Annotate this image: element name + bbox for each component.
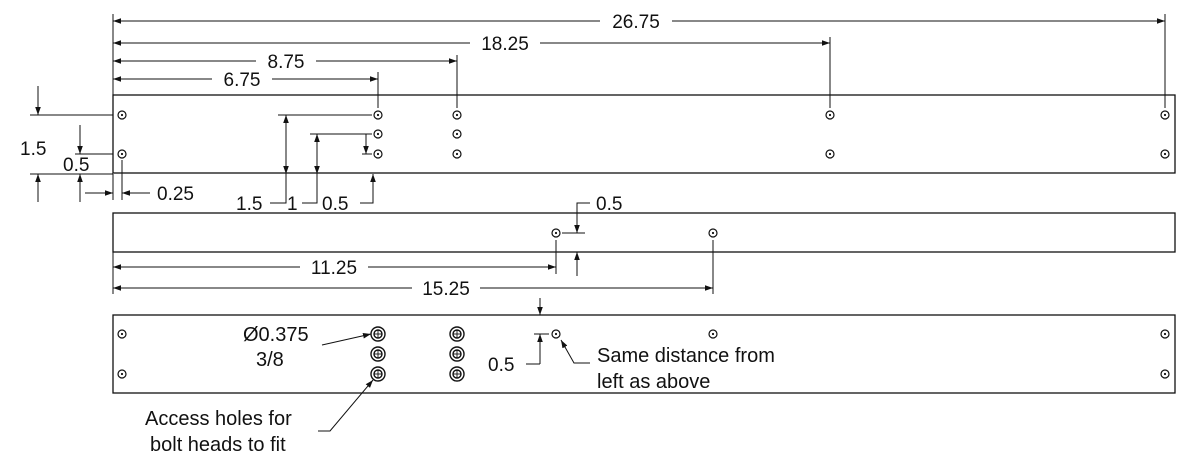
access-hole-c2-2 xyxy=(449,346,465,362)
hole-col1-bottom xyxy=(373,149,383,159)
dim-label-0-25: 0.25 xyxy=(157,184,194,205)
dim-label-8-75: 8.75 xyxy=(268,52,305,73)
dim-col-0-5: 0.5 xyxy=(322,134,376,215)
hole-right-top xyxy=(1160,110,1170,120)
same-distance-line1: Same distance from xyxy=(597,345,775,367)
hole-bottom-right-top xyxy=(1160,329,1170,339)
dim-label-col-0-5: 0.5 xyxy=(322,194,348,215)
dim-label-col-1-5: 1.5 xyxy=(236,194,262,215)
hole-col2-mid xyxy=(452,129,462,139)
hole-bottom-right-bottom xyxy=(1160,369,1170,379)
hole-col1-mid xyxy=(373,129,383,139)
fraction-label: 3/8 xyxy=(256,349,284,371)
dim-26-75: 26.75 xyxy=(113,12,1165,33)
top-plate-view: 26.75 18.25 8.75 6.75 1.5 xyxy=(20,12,1176,215)
diameter-label: Ø0.375 xyxy=(243,324,309,346)
access-holes xyxy=(370,326,465,382)
access-hole-c1-2 xyxy=(370,346,386,362)
access-callout: Access holes for bolt heads to fit xyxy=(145,379,374,456)
hole-bottom-left-bottom xyxy=(117,369,127,379)
dim-label-6-75: 6.75 xyxy=(224,70,261,91)
hole-bottom-mid-2 xyxy=(708,329,718,339)
dim-label-11-25: 11.25 xyxy=(311,258,357,279)
hole-col3-top xyxy=(825,110,835,120)
top-plate-holes xyxy=(117,110,1170,159)
dim-col-1: 1 xyxy=(287,134,320,215)
dim-left-1-5: 1.5 xyxy=(20,86,46,202)
hole-bottom-left-top xyxy=(117,329,127,339)
hole-col3-bottom xyxy=(825,149,835,159)
access-hole-c1-1 xyxy=(370,326,386,342)
dim-left-0-5: 0.5 xyxy=(63,125,89,202)
dim-18-25: 18.25 xyxy=(113,34,830,55)
dim-label-bottom-0-5: 0.5 xyxy=(488,355,514,376)
dim-bottom-0-5: 0.5 xyxy=(488,298,549,376)
hole-middle-2 xyxy=(708,228,718,238)
hole-left-top xyxy=(117,110,127,120)
middle-plate xyxy=(112,212,1176,253)
bottom-plate-view: 0.5 Ø0.375 3/8 Same distance from left a… xyxy=(112,298,1176,456)
bottom-plate xyxy=(112,314,1176,394)
dim-col-1-5: 1.5 xyxy=(236,115,289,215)
access-hole-c2-1 xyxy=(449,326,465,342)
dim-label-middle-0-5: 0.5 xyxy=(596,194,622,215)
dim-label-26-75: 26.75 xyxy=(612,12,660,33)
same-distance-line2: left as above xyxy=(597,371,710,393)
dim-label-18-25: 18.25 xyxy=(481,34,529,55)
access-hole-c1-3 xyxy=(370,366,386,382)
hole-middle-1 xyxy=(551,228,561,238)
dim-6-75: 6.75 xyxy=(113,70,378,91)
middle-plate-view: 0.5 11.25 15.25 xyxy=(112,194,1176,300)
dim-8-75: 8.75 xyxy=(113,52,457,73)
hole-col2-bottom xyxy=(452,149,462,159)
access-line1: Access holes for xyxy=(145,408,292,430)
hole-col2-top xyxy=(452,110,462,120)
dim-label-col-1: 1 xyxy=(287,194,298,215)
access-hole-c2-3 xyxy=(449,366,465,382)
diameter-callout: Ø0.375 3/8 xyxy=(243,324,372,371)
hole-bottom-mid-1 xyxy=(551,329,561,339)
hole-right-bottom xyxy=(1160,149,1170,159)
access-line2: bolt heads to fit xyxy=(150,434,286,456)
dim-15-25: 15.25 xyxy=(113,279,713,300)
hole-col1-top xyxy=(373,110,383,120)
dim-label-left-0-5: 0.5 xyxy=(63,155,89,176)
top-plate xyxy=(112,94,1176,174)
dim-11-25: 11.25 xyxy=(113,258,556,279)
dim-left-0-25: 0.25 xyxy=(85,184,194,205)
same-distance-callout: Same distance from left as above xyxy=(560,339,775,393)
dim-label-left-1-5: 1.5 xyxy=(20,139,46,160)
hole-left-bottom xyxy=(117,149,127,159)
dim-middle-0-5: 0.5 xyxy=(562,194,622,276)
dim-label-15-25: 15.25 xyxy=(422,279,470,300)
